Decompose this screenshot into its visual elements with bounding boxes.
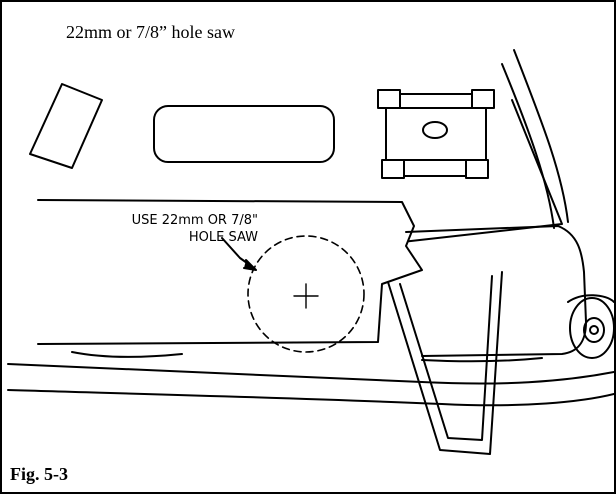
- bracket-clip: [377, 89, 495, 179]
- panel-inner-edge: [501, 63, 555, 229]
- boss-flange: [567, 294, 614, 303]
- lower-rail-bottom: [7, 389, 614, 407]
- dashed-hole-outline: [247, 235, 365, 353]
- caption-hole-saw: 22mm or 7/8” hole saw: [66, 22, 235, 42]
- callout-arrowhead: [243, 259, 257, 271]
- callout-line-1: USE 22mm OR 7/8": [131, 213, 258, 228]
- angled-slot-outline: [29, 83, 103, 169]
- support-strap-inner: [399, 275, 493, 441]
- raised-block: [405, 225, 587, 357]
- lower-rail-top: [7, 363, 614, 385]
- callout-line-2: HOLE SAW: [188, 230, 258, 245]
- rail-groove-right: [421, 357, 543, 363]
- rounded-recess: [153, 105, 335, 163]
- screw-boss-inner: [583, 317, 605, 343]
- screw-head: [589, 325, 599, 335]
- rail-groove: [71, 351, 183, 358]
- screw-boss-outer: [569, 297, 614, 359]
- callout-label: USE 22mm OR 7/8" HOLE SAW: [20, 212, 258, 246]
- panel-corner-edge: [401, 99, 563, 243]
- figure-label: Fig. 5-3: [10, 464, 68, 484]
- panel-outer-edge: [513, 49, 569, 223]
- support-strap: [387, 271, 503, 455]
- cover-panel: [37, 199, 423, 345]
